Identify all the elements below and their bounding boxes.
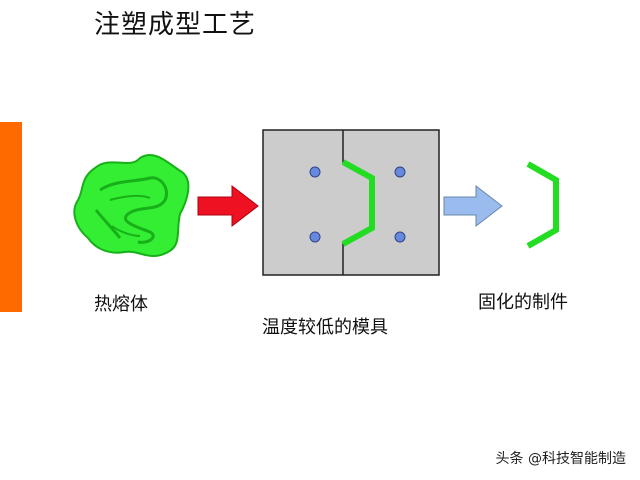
watermark: 头条 @科技智能制造	[495, 451, 626, 467]
mold-pin	[309, 231, 321, 243]
mold-pin	[394, 166, 406, 178]
blue-arrow	[443, 184, 503, 228]
part-label: 固化的制件	[478, 292, 568, 313]
red-arrow	[197, 184, 259, 228]
mold-label: 温度较低的模具	[262, 317, 388, 338]
solidified-part	[526, 161, 559, 249]
mold	[262, 129, 440, 276]
page-title: 注塑成型工艺	[94, 10, 257, 40]
mold-pin	[394, 231, 406, 243]
melt-blob	[73, 153, 190, 257]
melt-label: 热熔体	[94, 294, 148, 315]
mold-pin	[309, 166, 321, 178]
accent-side-bar	[0, 122, 22, 312]
